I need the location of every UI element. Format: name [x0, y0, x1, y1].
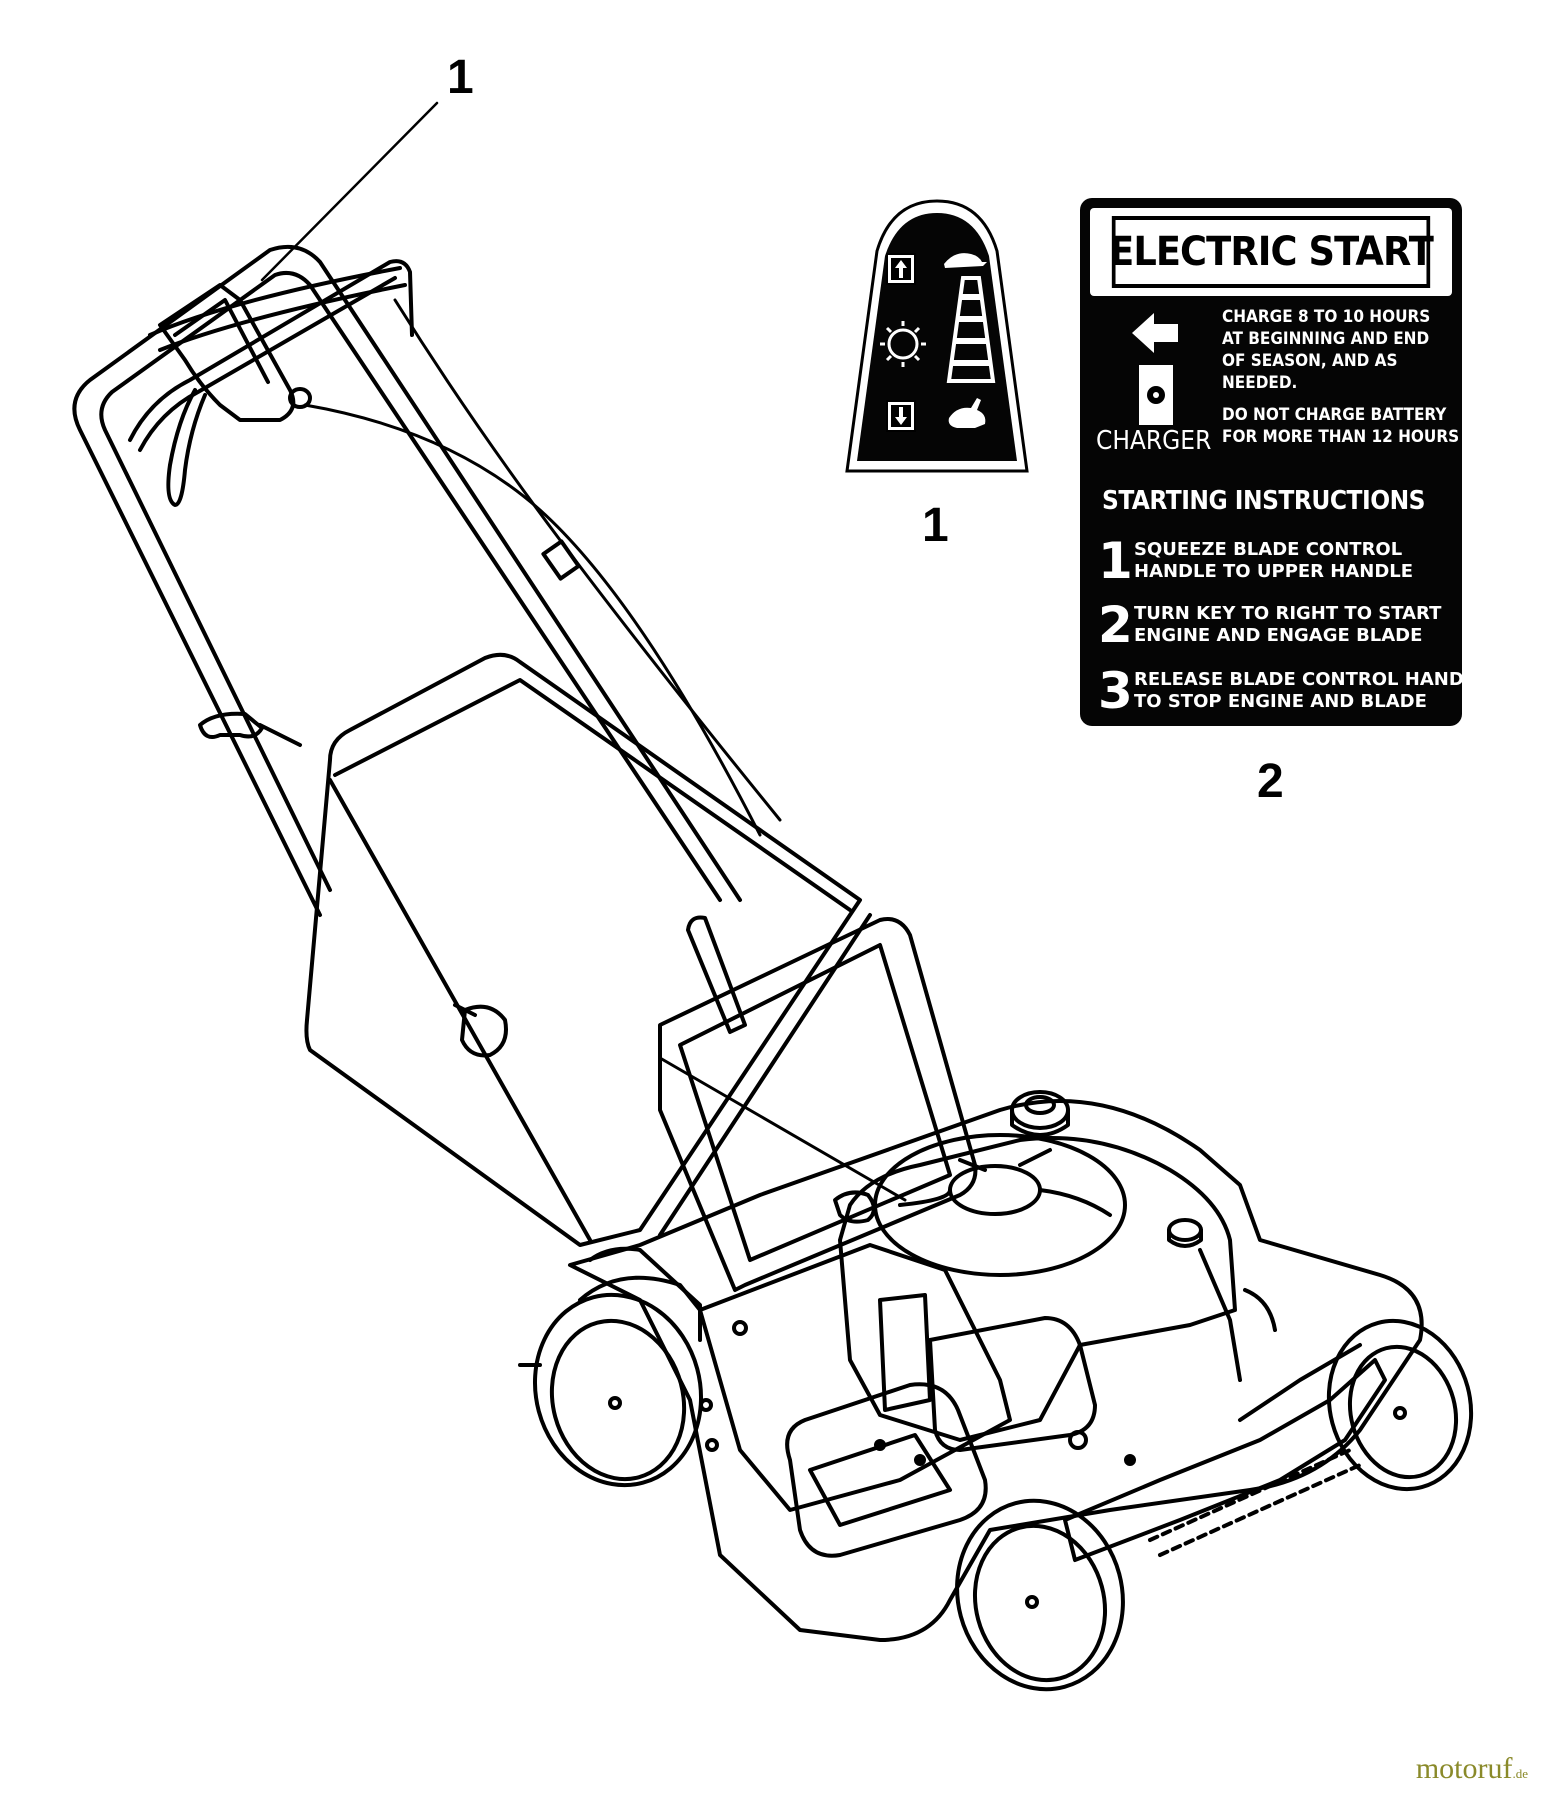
decal-speed-control [845, 199, 1029, 473]
charger-label: CHARGER [1096, 426, 1212, 456]
starting-instructions-title: STARTING INSTRUCTIONS [1102, 486, 1426, 516]
drive-up-icon [886, 253, 916, 285]
watermark-tld: .de [1512, 1766, 1528, 1781]
charge-line: CHARGE 8 TO 10 HOURS [1222, 307, 1431, 327]
front-wheel-left [955, 1498, 1125, 1692]
step-line: ENGINE AND ENGAGE BLADE [1134, 625, 1423, 646]
charge-line: AT BEGINNING AND END [1222, 329, 1430, 349]
step-1: 1 SQUEEZE BLADE CONTROL HANDLE TO UPPER … [1098, 536, 1413, 586]
step-line: RELEASE BLADE CONTROL HANDLE [1134, 669, 1488, 690]
step-number: 2 [1098, 596, 1133, 654]
callout-1-handle: 1 [447, 51, 474, 104]
callout-1-decal: 1 [922, 499, 949, 552]
warning-line: FOR MORE THAN 12 HOURS [1222, 427, 1460, 447]
decal-title-box: ELECTRIC START [1090, 208, 1452, 296]
speed-ladder-icon [946, 276, 996, 383]
handle-knob [460, 1004, 508, 1058]
step-text: SQUEEZE BLADE CONTROL HANDLE TO UPPER HA… [1134, 539, 1413, 583]
charge-instructions: CHARGE 8 TO 10 HOURS AT BEGINNING AND EN… [1222, 306, 1459, 448]
front-wheel-right [1326, 1318, 1474, 1492]
drive-down-icon [886, 400, 916, 432]
sun-icon [880, 321, 926, 367]
decal-title: ELECTRIC START [1109, 216, 1434, 288]
drive-lever [166, 388, 207, 507]
charge-line: NEEDED. [1222, 373, 1298, 393]
front-bumper [1063, 1358, 1387, 1562]
tortoise-icon [944, 253, 987, 268]
oil-cap [1167, 1218, 1203, 1242]
hare-icon [948, 398, 986, 428]
rear-wheel [532, 1292, 704, 1488]
charger-socket-icon [1139, 365, 1173, 425]
mower-deck [568, 1099, 1424, 1642]
step-number: 1 [1098, 532, 1133, 590]
handle-outer [72, 245, 742, 917]
discharge-chute-door [785, 1382, 988, 1558]
watermark-logo: motoruf.de [1416, 1752, 1528, 1786]
step-text: RELEASE BLADE CONTROL HANDLE TO STOP ENG… [1134, 669, 1488, 713]
grass-bag [304, 652, 862, 1247]
height-lever [198, 711, 264, 739]
ignition-key [833, 1190, 876, 1224]
arrow-left-icon [1132, 313, 1178, 353]
callout-2-decal: 2 [1257, 755, 1284, 808]
step-2: 2 TURN KEY TO RIGHT TO START ENGINE AND … [1098, 600, 1441, 650]
blade-control-bail [128, 259, 414, 442]
step-line: TO STOP ENGINE AND BLADE [1134, 691, 1427, 712]
step-text: TURN KEY TO RIGHT TO START ENGINE AND EN… [1134, 603, 1441, 647]
step-3: 3 RELEASE BLADE CONTROL HANDLE TO STOP E… [1098, 666, 1488, 716]
step-number: 3 [1098, 662, 1133, 720]
leader-line-1 [260, 101, 439, 282]
step-line: SQUEEZE BLADE CONTROL [1134, 539, 1403, 560]
step-line: HANDLE TO UPPER HANDLE [1134, 561, 1414, 582]
handle-inner [99, 271, 722, 902]
warning-line: DO NOT CHARGE BATTERY [1222, 405, 1447, 425]
step-line: TURN KEY TO RIGHT TO START [1134, 603, 1442, 624]
decal-electric-start: ELECTRIC START CHARGE 8 TO 10 HOURS AT B… [1080, 198, 1488, 726]
watermark-brand: motoruf [1415, 1752, 1513, 1785]
charge-line: OF SEASON, AND AS [1222, 351, 1398, 371]
